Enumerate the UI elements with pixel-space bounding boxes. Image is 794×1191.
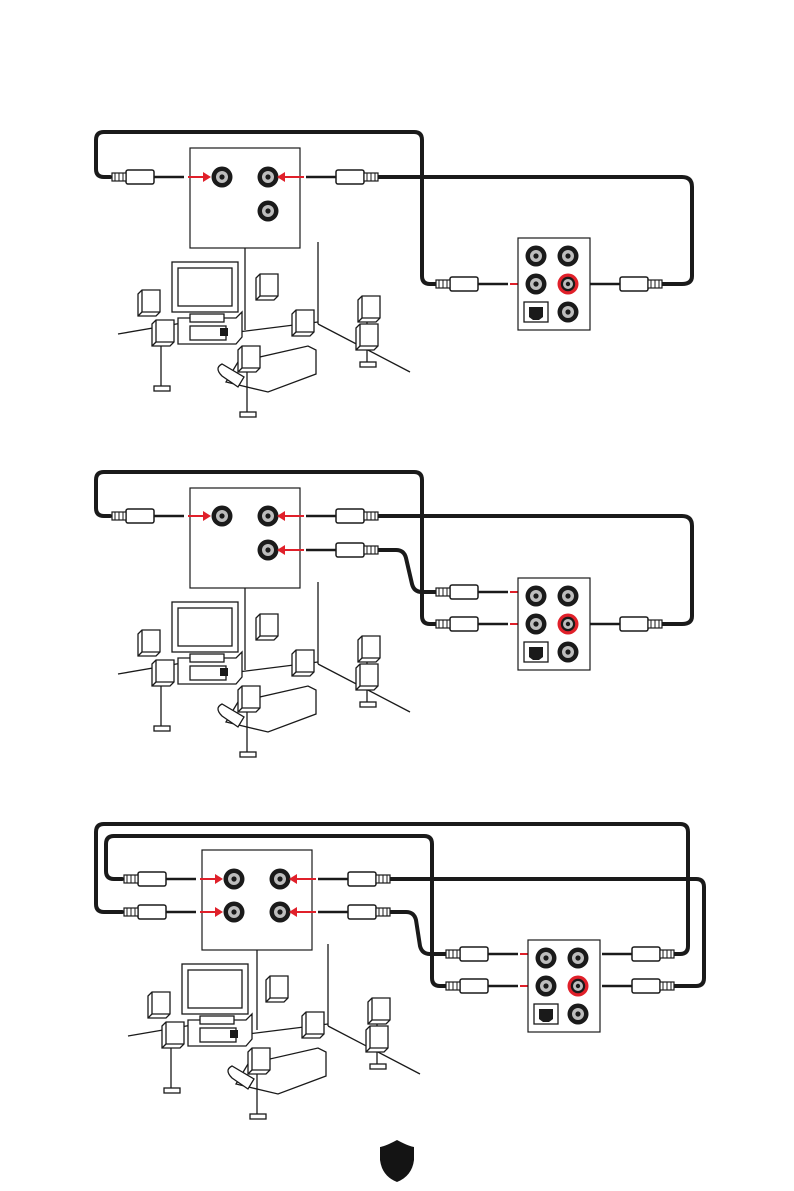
audio-plug-icon: [124, 872, 196, 886]
audio-plug-icon: [306, 509, 378, 523]
amp-jack: [258, 201, 279, 222]
amp-jack: [258, 167, 279, 188]
home-theater-room: [118, 242, 410, 417]
audio-plug-icon: [112, 509, 184, 523]
pc-audio-panel: [518, 578, 590, 670]
amp-panel: [190, 488, 300, 588]
home-theater-room: [128, 944, 420, 1119]
audio-plug-icon: [436, 277, 508, 291]
setup-6-speaker: [96, 824, 704, 1119]
audio-plug-icon: [318, 905, 390, 919]
amp-panel: [202, 850, 312, 950]
amp-jack: [224, 902, 245, 923]
pc-audio-panel: [528, 940, 600, 1032]
audio-plug-icon: [436, 617, 508, 631]
amp-jack: [270, 869, 291, 890]
audio-plug-icon: [124, 905, 196, 919]
amp-jack: [258, 540, 279, 561]
amp-jack: [212, 506, 233, 527]
amp-jack: [258, 506, 279, 527]
amp-jack: [212, 167, 233, 188]
amp-jack: [270, 902, 291, 923]
home-theater-room: [118, 582, 410, 757]
audio-plug-icon: [590, 617, 662, 631]
audio-plug-icon: [318, 872, 390, 886]
audio-plug-icon: [306, 170, 378, 184]
amp-jack: [224, 869, 245, 890]
setup-4-speaker: [96, 472, 692, 757]
pc-audio-panel: [518, 238, 590, 330]
amp-panel: [190, 148, 300, 248]
audio-plug-icon: [446, 947, 518, 961]
audio-plug-icon: [446, 979, 518, 993]
audio-plug-icon: [602, 979, 674, 993]
audio-plug-icon: [436, 585, 508, 599]
audio-plug-icon: [602, 947, 674, 961]
audio-plug-icon: [306, 543, 378, 557]
shield-icon: [380, 1140, 414, 1182]
audio-plug-icon: [590, 277, 662, 291]
audio-plug-icon: [112, 170, 184, 184]
setup-2-speaker: [96, 132, 692, 417]
